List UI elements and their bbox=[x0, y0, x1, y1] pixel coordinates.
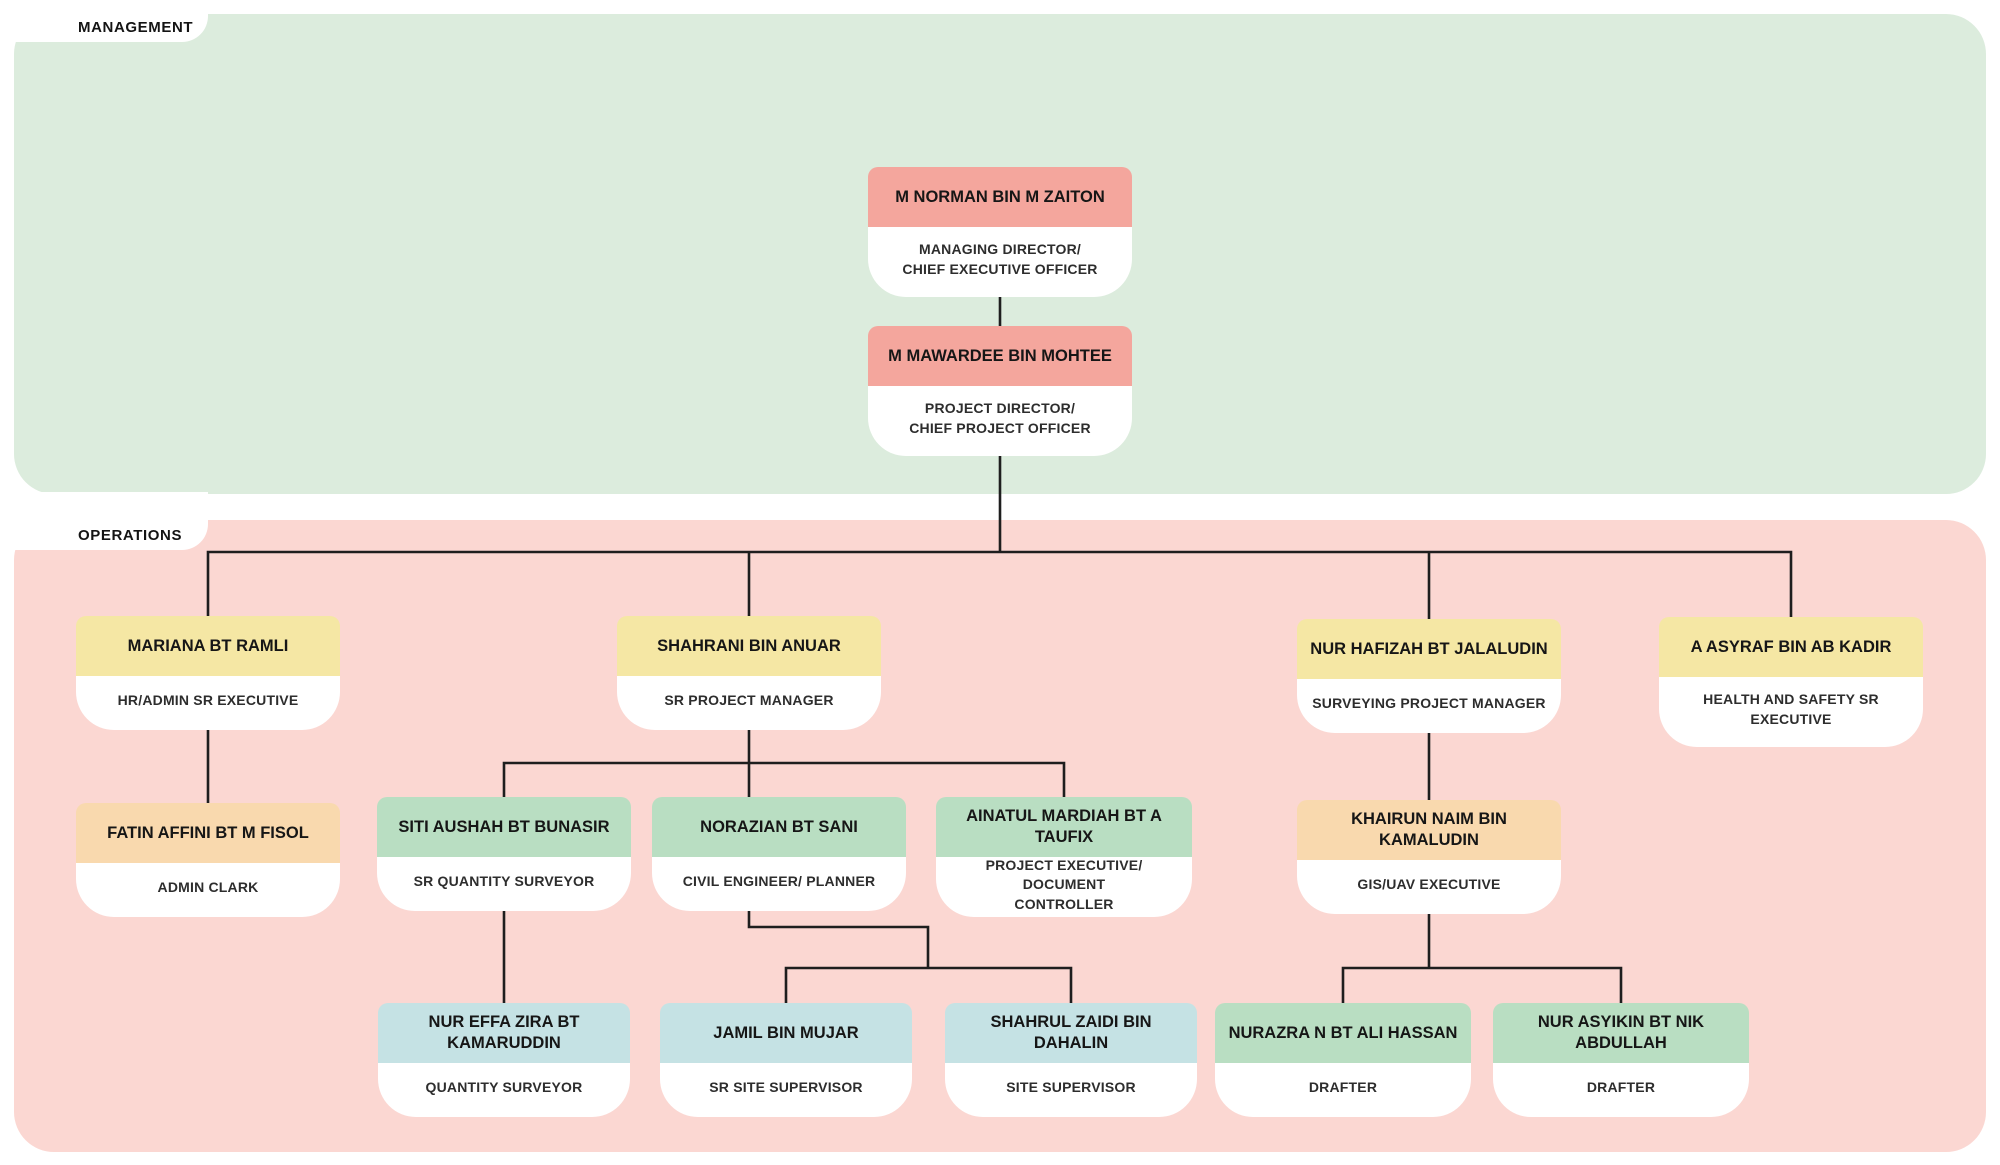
card-nurazra-name: NURAZRA N BT ALI HASSAN bbox=[1215, 1003, 1471, 1063]
card-hafizah-role: SURVEYING PROJECT MANAGER bbox=[1297, 679, 1561, 733]
card-norazian-role: CIVIL ENGINEER/ PLANNER bbox=[652, 857, 906, 911]
card-shahrul: SHAHRUL ZAIDI BIN DAHALIN SITE SUPERVISO… bbox=[945, 1003, 1197, 1117]
card-norman-role: MANAGING DIRECTOR/ CHIEF EXECUTIVE OFFIC… bbox=[868, 227, 1132, 297]
card-hafizah: NUR HAFIZAH BT JALALUDIN SURVEYING PROJE… bbox=[1297, 619, 1561, 733]
card-norman: M NORMAN BIN M ZAITON MANAGING DIRECTOR/… bbox=[868, 167, 1132, 297]
card-mawardee-name: M MAWARDEE BIN MOHTEE bbox=[868, 326, 1132, 386]
card-nureffa: NUR EFFA ZIRA BT KAMARUDDIN QUANTITY SUR… bbox=[378, 1003, 630, 1117]
connector-norazian-jog bbox=[747, 905, 930, 968]
card-asyraf-role: HEALTH AND SAFETY SR EXECUTIVE bbox=[1659, 677, 1923, 747]
card-shahrani: SHAHRANI BIN ANUAR SR PROJECT MANAGER bbox=[617, 616, 881, 730]
card-jamil-name: JAMIL BIN MUJAR bbox=[660, 1003, 912, 1063]
card-khairun: KHAIRUN NAIM BIN KAMALUDIN GIS/UAV EXECU… bbox=[1297, 800, 1561, 914]
connector-norazian-tee bbox=[784, 966, 1073, 1009]
card-khairun-role: GIS/UAV EXECUTIVE bbox=[1297, 860, 1561, 914]
card-fatin: FATIN AFFINI BT M FISOL ADMIN CLARK bbox=[76, 803, 340, 917]
card-shahrani-name: SHAHRANI BIN ANUAR bbox=[617, 616, 881, 676]
section-management-label: MANAGEMENT bbox=[78, 19, 194, 36]
card-khairun-name: KHAIRUN NAIM BIN KAMALUDIN bbox=[1297, 800, 1561, 860]
card-norazian-name: NORAZIAN BT SANI bbox=[652, 797, 906, 857]
card-mawardee-role: PROJECT DIRECTOR/ CHIEF PROJECT OFFICER bbox=[868, 386, 1132, 456]
card-siti: SITI AUSHAH BT BUNASIR SR QUANTITY SURVE… bbox=[377, 797, 631, 911]
card-ainatul: AINATUL MARDIAH BT A TAUFIX PROJECT EXEC… bbox=[936, 797, 1192, 917]
connector-main-distributor bbox=[206, 550, 1793, 623]
card-nureffa-name: NUR EFFA ZIRA BT KAMARUDDIN bbox=[378, 1003, 630, 1063]
section-operations-label: OPERATIONS bbox=[78, 527, 183, 544]
card-nurazra: NURAZRA N BT ALI HASSAN DRAFTER bbox=[1215, 1003, 1471, 1117]
connector-shahrani-tee bbox=[502, 761, 1066, 803]
section-management-tab: MANAGEMENT bbox=[0, 0, 208, 42]
card-siti-role: SR QUANTITY SURVEYOR bbox=[377, 857, 631, 911]
card-fatin-role: ADMIN CLARK bbox=[76, 863, 340, 917]
card-asyikin: NUR ASYIKIN BT NIK ABDULLAH DRAFTER bbox=[1493, 1003, 1749, 1117]
card-ainatul-name: AINATUL MARDIAH BT A TAUFIX bbox=[936, 797, 1192, 857]
connector-khairun-tee bbox=[1341, 966, 1623, 1009]
card-asyikin-name: NUR ASYIKIN BT NIK ABDULLAH bbox=[1493, 1003, 1749, 1063]
card-mariana-name: MARIANA BT RAMLI bbox=[76, 616, 340, 676]
card-mariana: MARIANA BT RAMLI HR/ADMIN SR EXECUTIVE bbox=[76, 616, 340, 730]
card-hafizah-name: NUR HAFIZAH BT JALALUDIN bbox=[1297, 619, 1561, 679]
card-fatin-name: FATIN AFFINI BT M FISOL bbox=[76, 803, 340, 863]
card-norazian: NORAZIAN BT SANI CIVIL ENGINEER/ PLANNER bbox=[652, 797, 906, 911]
card-norman-name: M NORMAN BIN M ZAITON bbox=[868, 167, 1132, 227]
card-jamil-role: SR SITE SUPERVISOR bbox=[660, 1063, 912, 1117]
card-asyikin-role: DRAFTER bbox=[1493, 1063, 1749, 1117]
card-shahrani-role: SR PROJECT MANAGER bbox=[617, 676, 881, 730]
card-siti-name: SITI AUSHAH BT BUNASIR bbox=[377, 797, 631, 857]
card-mariana-role: HR/ADMIN SR EXECUTIVE bbox=[76, 676, 340, 730]
card-ainatul-role: PROJECT EXECUTIVE/ DOCUMENT CONTROLLER bbox=[936, 857, 1192, 917]
card-nureffa-role: QUANTITY SURVEYOR bbox=[378, 1063, 630, 1117]
card-nurazra-role: DRAFTER bbox=[1215, 1063, 1471, 1117]
card-shahrul-role: SITE SUPERVISOR bbox=[945, 1063, 1197, 1117]
card-mawardee: M MAWARDEE BIN MOHTEE PROJECT DIRECTOR/ … bbox=[868, 326, 1132, 456]
card-shahrul-name: SHAHRUL ZAIDI BIN DAHALIN bbox=[945, 1003, 1197, 1063]
card-asyraf: A ASYRAF BIN AB KADIR HEALTH AND SAFETY … bbox=[1659, 617, 1923, 747]
card-jamil: JAMIL BIN MUJAR SR SITE SUPERVISOR bbox=[660, 1003, 912, 1117]
card-asyraf-name: A ASYRAF BIN AB KADIR bbox=[1659, 617, 1923, 677]
section-operations-tab: OPERATIONS bbox=[0, 492, 208, 550]
